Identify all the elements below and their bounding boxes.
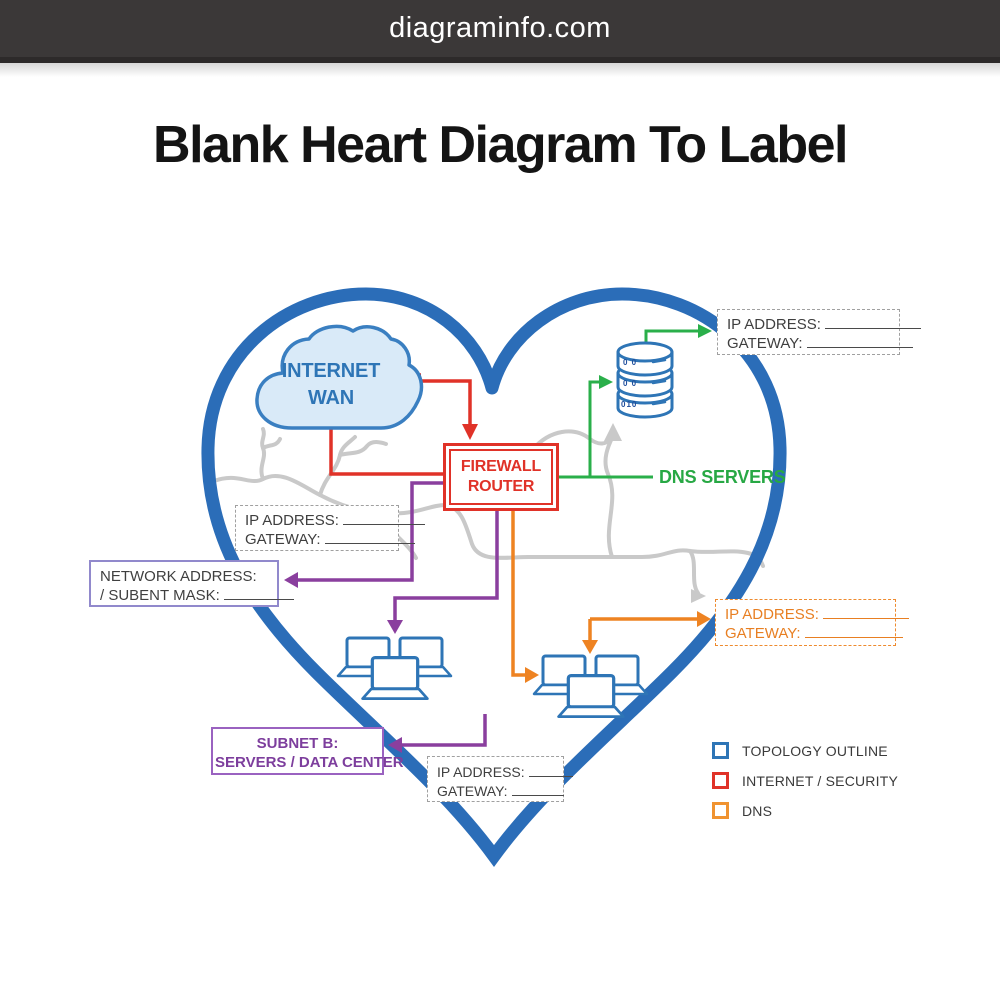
- legend-label: INTERNET / SECURITY: [742, 772, 899, 789]
- database-icon: [616, 341, 674, 419]
- blank-line: [324, 532, 415, 544]
- legend-label: TOPOLOGY OUTLINE: [742, 742, 888, 759]
- database-bits: 0 0 0 0 010: [621, 358, 637, 409]
- page-title: Blank Heart Diagram To Label: [153, 116, 848, 174]
- green-arrowhead-to-ipbox: [698, 324, 712, 338]
- blank-line: [822, 607, 909, 619]
- header-edge: [0, 57, 1000, 63]
- gateway-label: GATEWAY:: [437, 783, 508, 799]
- legend-swatch-red: [712, 772, 729, 789]
- purple-arrowhead-to-networkbox: [284, 572, 298, 588]
- ip-box-top-right: IP ADDRESS: GATEWAY:: [717, 309, 921, 355]
- gray-arrowhead-right: [691, 589, 706, 603]
- firewall-router-node: FIREWALL ROUTER: [443, 443, 559, 511]
- purple-connectors: [297, 481, 499, 747]
- svg-text:0 0: 0 0: [623, 379, 637, 388]
- network-address-label: NETWORK ADDRESS:: [100, 568, 257, 585]
- red-arrowhead-to-firewall: [462, 424, 478, 440]
- ip-label: IP ADDRESS:: [727, 316, 821, 333]
- gray-arrowhead-up: [604, 423, 622, 441]
- database-detail-dashes: [651, 358, 667, 406]
- internet-cloud-icon: [255, 324, 424, 430]
- blank-line: [342, 513, 425, 525]
- legend-item-dns: DNS: [712, 802, 898, 819]
- gateway-label: GATEWAY:: [725, 625, 801, 642]
- ip-box-bottom-center: IP ADDRESS: GATEWAY:: [427, 756, 573, 802]
- blank-line: [804, 626, 903, 638]
- gateway-label: GATEWAY:: [727, 335, 803, 352]
- ip-label: IP ADDRESS:: [725, 606, 819, 623]
- svg-text:010: 010: [621, 400, 637, 409]
- blank-line: [824, 317, 921, 329]
- internet-wan-line2: WAN: [307, 387, 355, 409]
- site-header: diagraminfo.com: [0, 0, 1000, 57]
- ip-label: IP ADDRESS:: [437, 764, 525, 780]
- internet-wan-label: INTERNET WAN: [265, 358, 397, 412]
- ip-box-dns-side: IP ADDRESS: GATEWAY:: [715, 599, 909, 646]
- red-connectors: [329, 379, 472, 476]
- orange-arrowhead-to-laptops-side: [525, 667, 539, 683]
- legend-swatch-orange: [712, 802, 729, 819]
- orange-connectors: [511, 511, 698, 677]
- subnet-b-subtitle: SERVERS / DATA CENTER: [215, 754, 404, 771]
- blank-line: [511, 785, 564, 796]
- purple-arrowhead-to-laptops: [387, 620, 403, 634]
- blank-line: [806, 336, 913, 348]
- dns-servers-label: DNS SERVERS: [659, 467, 786, 487]
- svg-text:0 0: 0 0: [623, 358, 637, 367]
- site-name: diagraminfo.com: [389, 12, 611, 44]
- blank-line: [223, 588, 294, 600]
- green-arrowhead-to-database: [599, 375, 613, 389]
- header-shadow: [0, 63, 1000, 77]
- legend-swatch-blue: [712, 742, 729, 759]
- network-address-box: NETWORK ADDRESS: / SUBENT MASK:: [89, 560, 294, 607]
- purple-arrowhead-to-subnetb: [388, 737, 402, 753]
- firewall-label-line2: ROUTER: [467, 478, 535, 495]
- legend-item-topology: TOPOLOGY OUTLINE: [712, 742, 898, 759]
- orange-arrowhead-to-laptops-top: [582, 640, 598, 654]
- subnet-b-box: SUBNET B: SERVERS / DATA CENTER: [211, 727, 404, 775]
- ip-box-wan-side: IP ADDRESS: GATEWAY:: [235, 505, 425, 551]
- blank-line: [528, 766, 573, 777]
- internet-wan-line1: INTERNET: [281, 360, 381, 382]
- legend: TOPOLOGY OUTLINE INTERNET / SECURITY DNS: [712, 742, 898, 832]
- ip-label: IP ADDRESS:: [245, 512, 339, 529]
- legend-item-security: INTERNET / SECURITY: [712, 772, 898, 789]
- firewall-label-line1: FIREWALL: [460, 458, 542, 475]
- legend-label: DNS: [742, 802, 773, 819]
- green-connectors: [559, 329, 699, 479]
- heart-outline: [201, 287, 787, 868]
- laptop-group-left: [336, 636, 453, 701]
- gateway-label: GATEWAY:: [245, 531, 321, 548]
- subnet-mask-label: / SUBENT MASK:: [100, 587, 220, 604]
- subnet-b-title: SUBNET B:: [256, 735, 339, 752]
- orange-arrowhead-to-ipbox: [697, 611, 711, 627]
